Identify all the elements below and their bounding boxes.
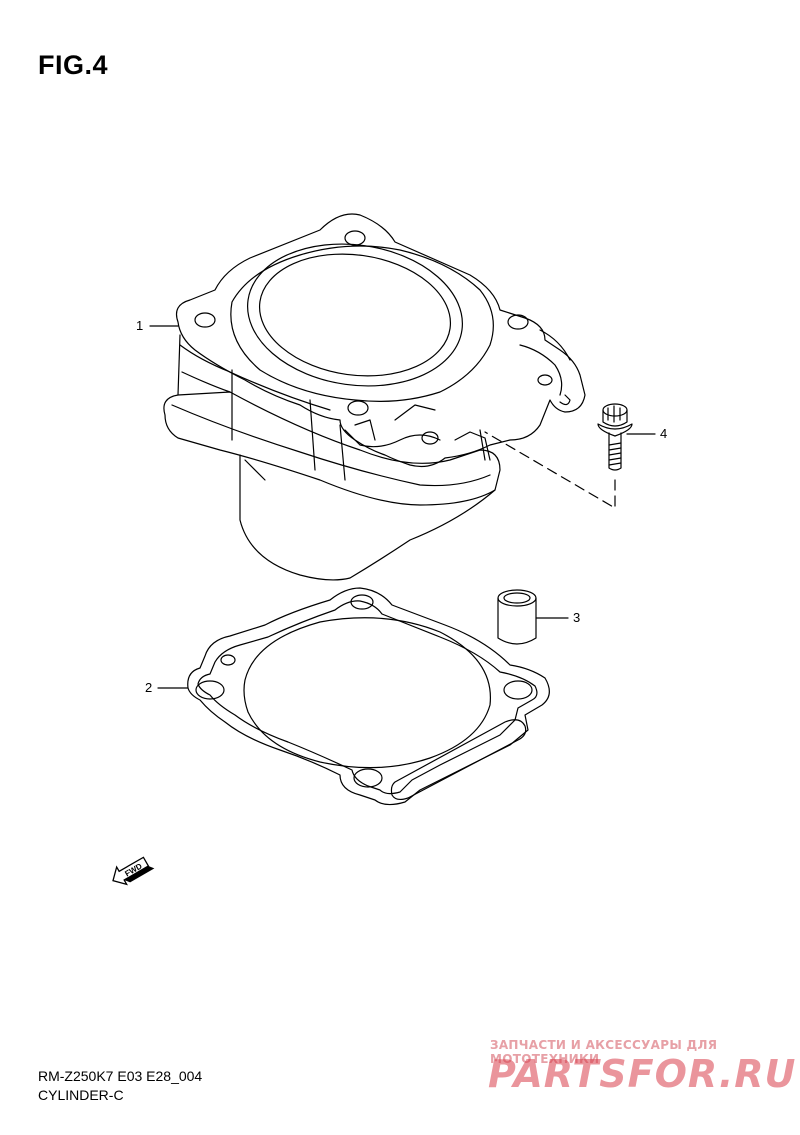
dowel-pin-icon — [497, 589, 537, 645]
callout-2: 2 — [145, 680, 153, 695]
figure-title: FIG.4 — [38, 50, 109, 80]
watermark-logo: PARTSFOR.RU — [488, 1052, 797, 1096]
diagram-code: RM-Z250K7 E03 E28_004 — [38, 1068, 203, 1084]
callout-1: 1 — [136, 318, 144, 333]
bolt-icon — [597, 403, 633, 471]
fwd-arrow-icon: FWD — [112, 856, 155, 886]
leader-lines — [149, 325, 656, 689]
cylinder-icon — [163, 213, 586, 581]
gasket-icon — [187, 587, 550, 806]
diagram-name: CYLINDER-C — [38, 1087, 124, 1103]
callout-3: 3 — [573, 610, 581, 625]
watermark-tagline: ЗАПЧАСТИ И АКСЕССУАРЫ ДЛЯ МОТОТЕХНИКИ — [490, 1038, 718, 1066]
callout-4: 4 — [660, 426, 668, 441]
assembly-dashed-line — [484, 431, 616, 509]
